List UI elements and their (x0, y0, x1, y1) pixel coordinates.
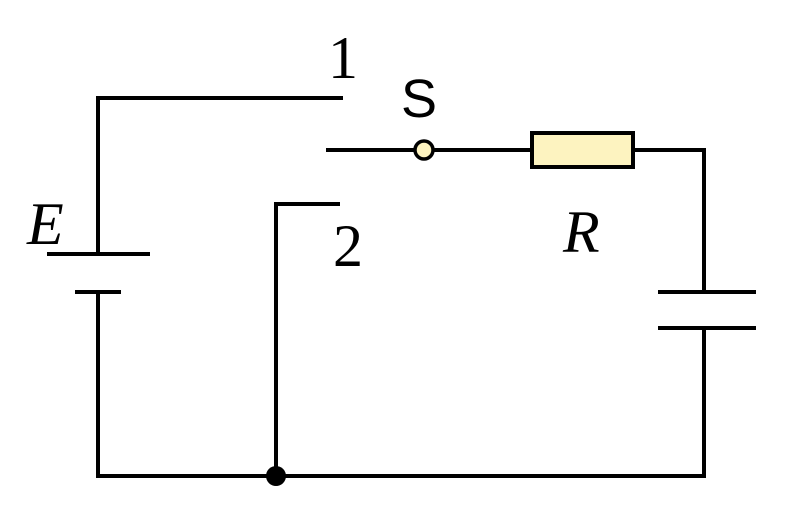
battery (47, 96, 704, 478)
switch-pivot (413, 139, 435, 161)
wire-battery-to-contact-1 (96, 96, 343, 254)
wire-battery-bottom (96, 292, 704, 478)
junction-dot (266, 466, 286, 486)
label-emf: E (26, 191, 64, 257)
label-contact-2: 2 (333, 213, 363, 279)
capacitor (658, 290, 756, 478)
resistor (530, 131, 635, 169)
label-contact-1: 1 (328, 25, 358, 91)
label-switch: S (401, 69, 437, 129)
wire-contact-2 (274, 202, 340, 476)
wire-resistor-to-capacitor (633, 148, 706, 292)
label-resistor: R (562, 199, 600, 265)
